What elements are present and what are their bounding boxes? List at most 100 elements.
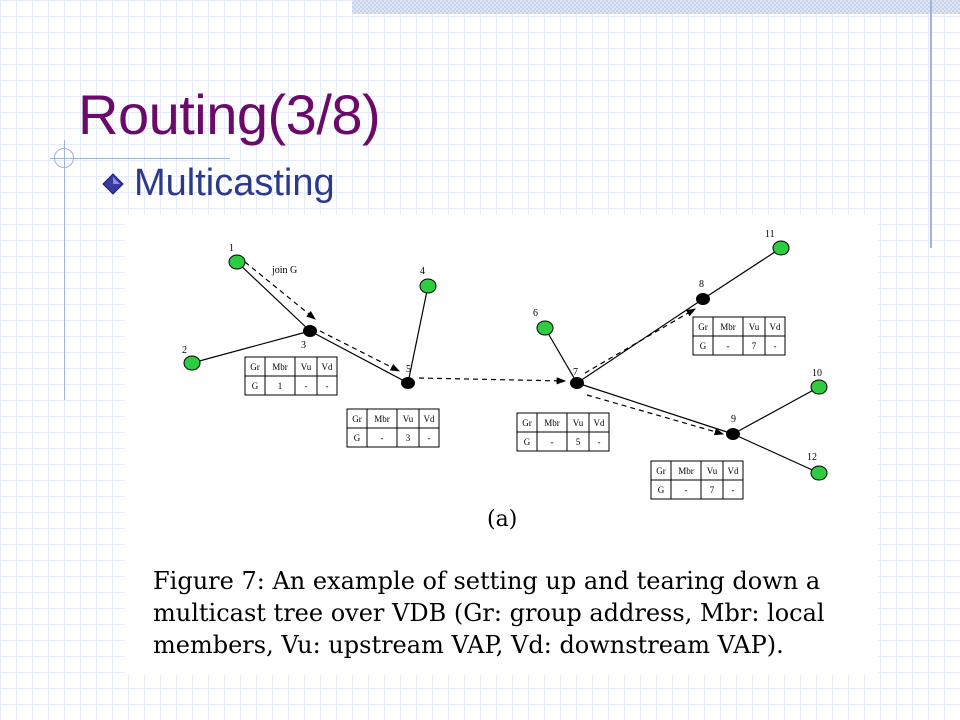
node-label-9: 9: [731, 414, 736, 425]
node-10: [810, 379, 828, 395]
table-header-cell: Vu: [403, 414, 414, 424]
table-cell: -: [598, 437, 601, 447]
join-arrow-1-3: [244, 261, 316, 320]
node-12: [810, 465, 828, 481]
table-cell: G: [354, 433, 361, 443]
caption-line-1: Figure 7: An example of setting up and t…: [153, 567, 821, 595]
table-cell: -: [551, 437, 554, 447]
table-cell: -: [326, 381, 329, 391]
node-1: [228, 254, 246, 270]
node-4: [419, 278, 437, 294]
edge-9-10: [732, 386, 820, 435]
page-title: Routing(3/8): [78, 83, 381, 146]
node-label-8: 8: [699, 279, 704, 290]
routing-tables: GrGMbr1Vu-Vd-GrGMbr-Vu3Vd-GrGMbr-Vu5Vd-G…: [244, 316, 786, 500]
table-header-cell: Gr: [656, 466, 666, 476]
table-cell: 7: [710, 485, 715, 495]
node-label-5: 5: [406, 364, 411, 375]
table-cell: G: [252, 381, 259, 391]
table-header-cell: Vd: [322, 362, 333, 372]
tree-edges: [191, 247, 820, 474]
node-6: [536, 320, 554, 336]
table-header-cell: Gr: [522, 418, 532, 428]
decor-vertical-line-left: [64, 140, 65, 400]
table-cell: 7: [752, 341, 757, 351]
table-header-cell: Vd: [770, 322, 781, 332]
caption-line-3: members, Vu: upstream VAP, Vd: downstrea…: [153, 631, 784, 659]
table-header-cell: Mbr: [374, 414, 390, 424]
join-arrow-7-9: [586, 394, 725, 436]
subfigure-label: (a): [487, 507, 517, 532]
node-8: [696, 293, 710, 305]
table-cell: G: [700, 341, 707, 351]
multicast-tree-diagram: join G 1 2 3 4 5 6 7 8: [182, 229, 828, 532]
table-cell: -: [774, 341, 777, 351]
node-3: [303, 325, 317, 337]
join-arrow-5-7: [418, 377, 567, 385]
node-label-12: 12: [807, 452, 817, 463]
node-label-7: 7: [573, 367, 578, 378]
table-header-cell: Vu: [301, 362, 312, 372]
decor-vertical-line-right: [930, 0, 932, 248]
table-cell: G: [524, 437, 531, 447]
join-arrow-3-5: [319, 330, 401, 372]
node-2: [183, 355, 201, 371]
node-label-4: 4: [420, 266, 425, 277]
node-label-10: 10: [812, 368, 822, 379]
table-cell: -: [381, 433, 384, 443]
node-label-11: 11: [765, 229, 775, 240]
table-header-cell: Vd: [424, 414, 435, 424]
table-cell: -: [685, 485, 688, 495]
table-header-cell: Vu: [573, 418, 584, 428]
join-label: join G: [271, 265, 297, 276]
node-label-3: 3: [301, 340, 306, 351]
edge-4-5: [407, 285, 429, 384]
node-labels: 1 2 3 4 5 6 7 8 9 10 11 12: [182, 229, 822, 463]
table-header-cell: Mbr: [678, 466, 694, 476]
table-header-cell: Gr: [698, 322, 708, 332]
table-header-cell: Mbr: [272, 362, 288, 372]
join-arrows: [244, 261, 725, 436]
join-arrow-7-8: [584, 308, 697, 374]
table-header-cell: Mbr: [544, 418, 560, 428]
table-header-cell: Vd: [594, 418, 605, 428]
routing-table-node-7: GrG Mbr - Vu 5 Vd -: [516, 412, 610, 452]
header-decoration-band: [352, 0, 960, 14]
table-header-cell: Vd: [728, 466, 739, 476]
diamond-bullet-icon: [102, 172, 124, 195]
table-cell: -: [428, 433, 431, 443]
table-cell: -: [732, 485, 735, 495]
bullet-item: Multicasting: [102, 162, 335, 205]
routing-table-node-5: GrG Mbr - Vu 3 Vd -: [346, 408, 440, 448]
table-header-cell: Gr: [250, 362, 260, 372]
node-label-1: 1: [229, 243, 234, 254]
table-cell: 3: [406, 433, 411, 443]
table-header-cell: Vu: [707, 466, 718, 476]
table-header-cell: Gr: [352, 414, 362, 424]
edge-7-9: [576, 382, 734, 435]
node-9: [726, 428, 740, 440]
node-label-6: 6: [533, 308, 538, 319]
table-cell: 5: [576, 437, 581, 447]
edge-8-11: [702, 247, 782, 300]
edge-2-3: [191, 330, 311, 364]
node-7: [570, 377, 584, 389]
caption-line-2: multicast tree over VDB (Gr: group addre…: [153, 599, 825, 627]
member-nodes: [183, 240, 828, 481]
node-label-2: 2: [182, 345, 187, 356]
figure-caption: Figure 7: An example of setting up and t…: [153, 565, 873, 661]
edge-1-3: [236, 261, 311, 332]
router-nodes: [303, 293, 740, 440]
table-cell: 1: [278, 381, 283, 391]
decor-corner-circle: [54, 148, 74, 168]
bullet-text: Multicasting: [134, 162, 335, 204]
table-cell: -: [727, 341, 730, 351]
multicast-figure: join G 1 2 3 4 5 6 7 8: [125, 215, 877, 675]
decor-horizontal-line: [50, 158, 230, 159]
node-5: [401, 377, 415, 389]
edge-6-7: [544, 327, 578, 384]
table-header-cell: Mbr: [720, 322, 736, 332]
